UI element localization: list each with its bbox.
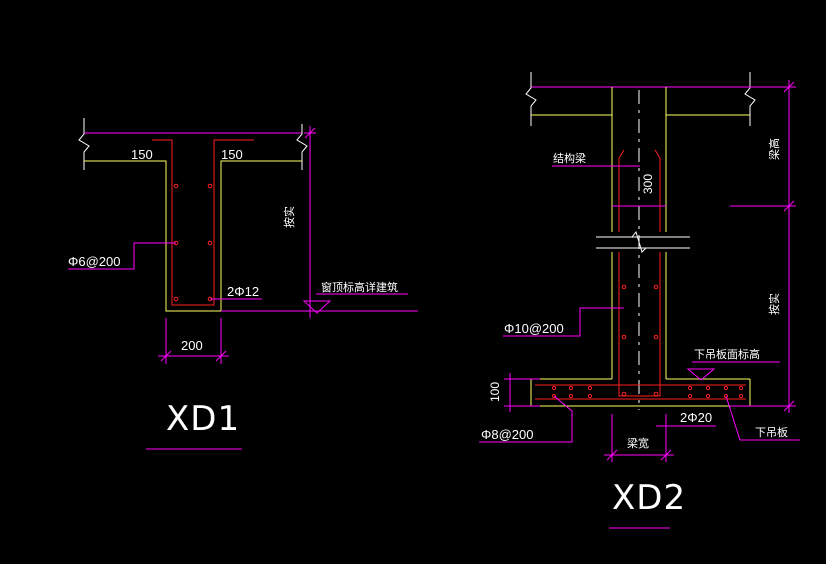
xd1-elevation-note: 窗顶标高详建筑: [321, 280, 398, 294]
xd1-width-label: 200: [181, 338, 203, 353]
xd2-slab-leader: [725, 395, 800, 441]
xd1-break-right: [296, 124, 308, 170]
xd2-slab-elevation: 下吊板面标高: [694, 347, 760, 361]
xd1-break-left: [78, 118, 90, 170]
xd2-rebar-dots: [621, 284, 659, 397]
xd2-stirrup-leader: [503, 307, 624, 337]
xd2-stirrup-label: Φ10@200: [504, 321, 564, 336]
xd2-beam-label: 结构梁: [553, 151, 586, 165]
xd2-slab-rebar-label: Φ8@200: [481, 427, 534, 442]
xd1-dim-left: 150: [131, 147, 153, 162]
xd2-rebar-upper: [618, 149, 661, 232]
xd2-height-bottom-label: 按实: [767, 293, 781, 315]
xd2-beam-dim: 300: [641, 174, 655, 194]
xd1-dim-right: 150: [221, 147, 243, 162]
xd2-slab-label: 下吊板: [755, 425, 788, 439]
xd1-height-label: 按实: [282, 206, 296, 228]
xd1-concrete-outline: [84, 160, 302, 312]
xd1-elevation-triangle: [302, 300, 332, 314]
xd2-thickness-label: 100: [488, 382, 502, 402]
xd2-break-left: [525, 72, 537, 126]
xd1-title: XD1: [166, 399, 240, 439]
xd1-stirrup-leader: [68, 242, 176, 270]
xd2-section: 梁高 按实 结构梁 300 Φ10@200 下吊板面标高 100 Φ8@200 …: [479, 72, 800, 529]
xd2-break-right: [744, 72, 756, 126]
xd1-bottom-bar-label: 2Φ12: [227, 284, 259, 299]
xd2-slab-rebar-leader: [479, 395, 573, 443]
xd1-rebar-cage: [152, 139, 254, 306]
xd2-elevation-triangle: [686, 368, 716, 381]
xd1-section: 150 150 按实 窗顶标高详建筑 Φ6@200 2Φ12 200 XD1: [68, 118, 418, 450]
xd2-width-label: 梁宽: [627, 436, 649, 450]
xd1-rebar-dots: [173, 183, 213, 302]
xd2-slab-rebar-dots: [551, 385, 744, 399]
xd1-stirrup-label: Φ6@200: [68, 254, 121, 269]
xd2-title: XD2: [612, 478, 686, 518]
xd2-rebar-lower: [618, 252, 661, 397]
xd2-bottom-bar-label: 2Φ20: [680, 410, 712, 425]
xd2-height-top-label: 梁高: [767, 138, 781, 160]
